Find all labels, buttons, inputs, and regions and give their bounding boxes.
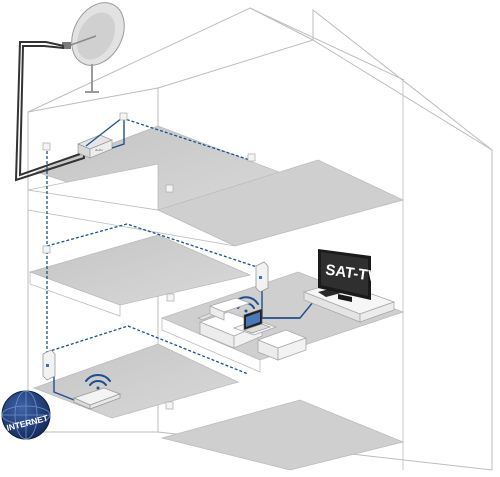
wifi-icon — [85, 374, 111, 390]
sofa-icon — [208, 297, 252, 321]
sofa-icon — [256, 329, 308, 361]
floor-top — [27, 159, 405, 247]
satellite-cable — [14, 41, 85, 182]
sat-receiver-icon: dLAN — [77, 134, 113, 159]
powerline-adapter-icon — [255, 261, 269, 293]
globe-icon: INTERNET — [1, 390, 51, 440]
floor-basement — [160, 399, 405, 471]
receiver-label: dLAN — [95, 148, 103, 152]
tv-icon: SAT-TV — [318, 249, 378, 302]
floor-middle — [28, 234, 252, 317]
powerline-wiring — [46, 117, 261, 375]
powerline-adapter-icon — [42, 349, 56, 381]
satellite-dish-icon — [62, 2, 125, 93]
laptop-icon — [243, 308, 271, 334]
wall-socket-icon — [42, 112, 256, 410]
router-icon — [72, 387, 122, 410]
lan-cables — [53, 118, 319, 401]
